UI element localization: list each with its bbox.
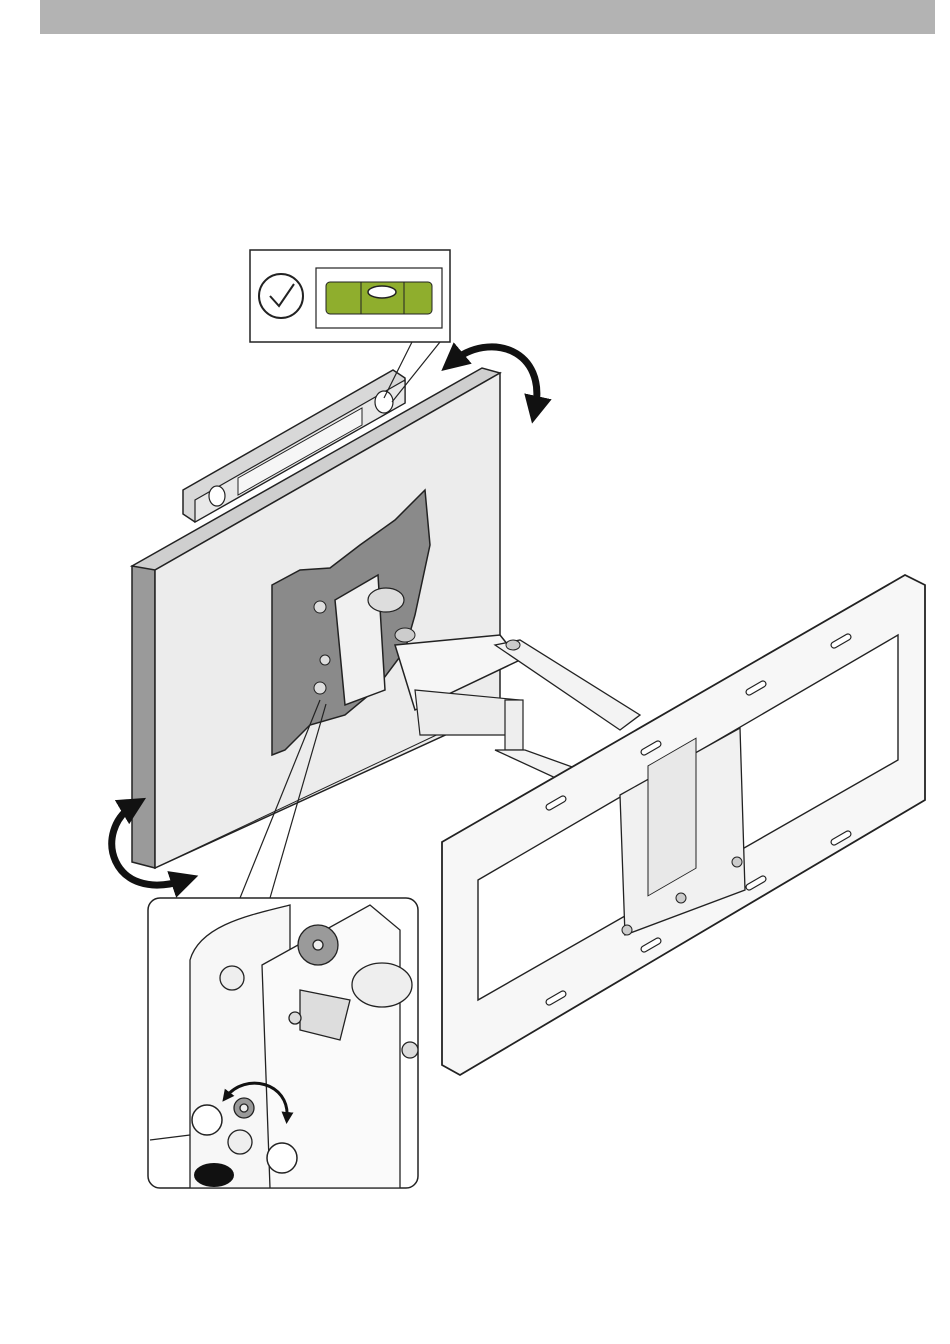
step-marker-left — [192, 1105, 222, 1135]
detail-inset — [148, 898, 418, 1188]
step-marker-right — [267, 1143, 297, 1173]
level-inset — [250, 250, 450, 342]
level-vial — [316, 268, 442, 328]
step-marker-filled — [194, 1163, 234, 1187]
